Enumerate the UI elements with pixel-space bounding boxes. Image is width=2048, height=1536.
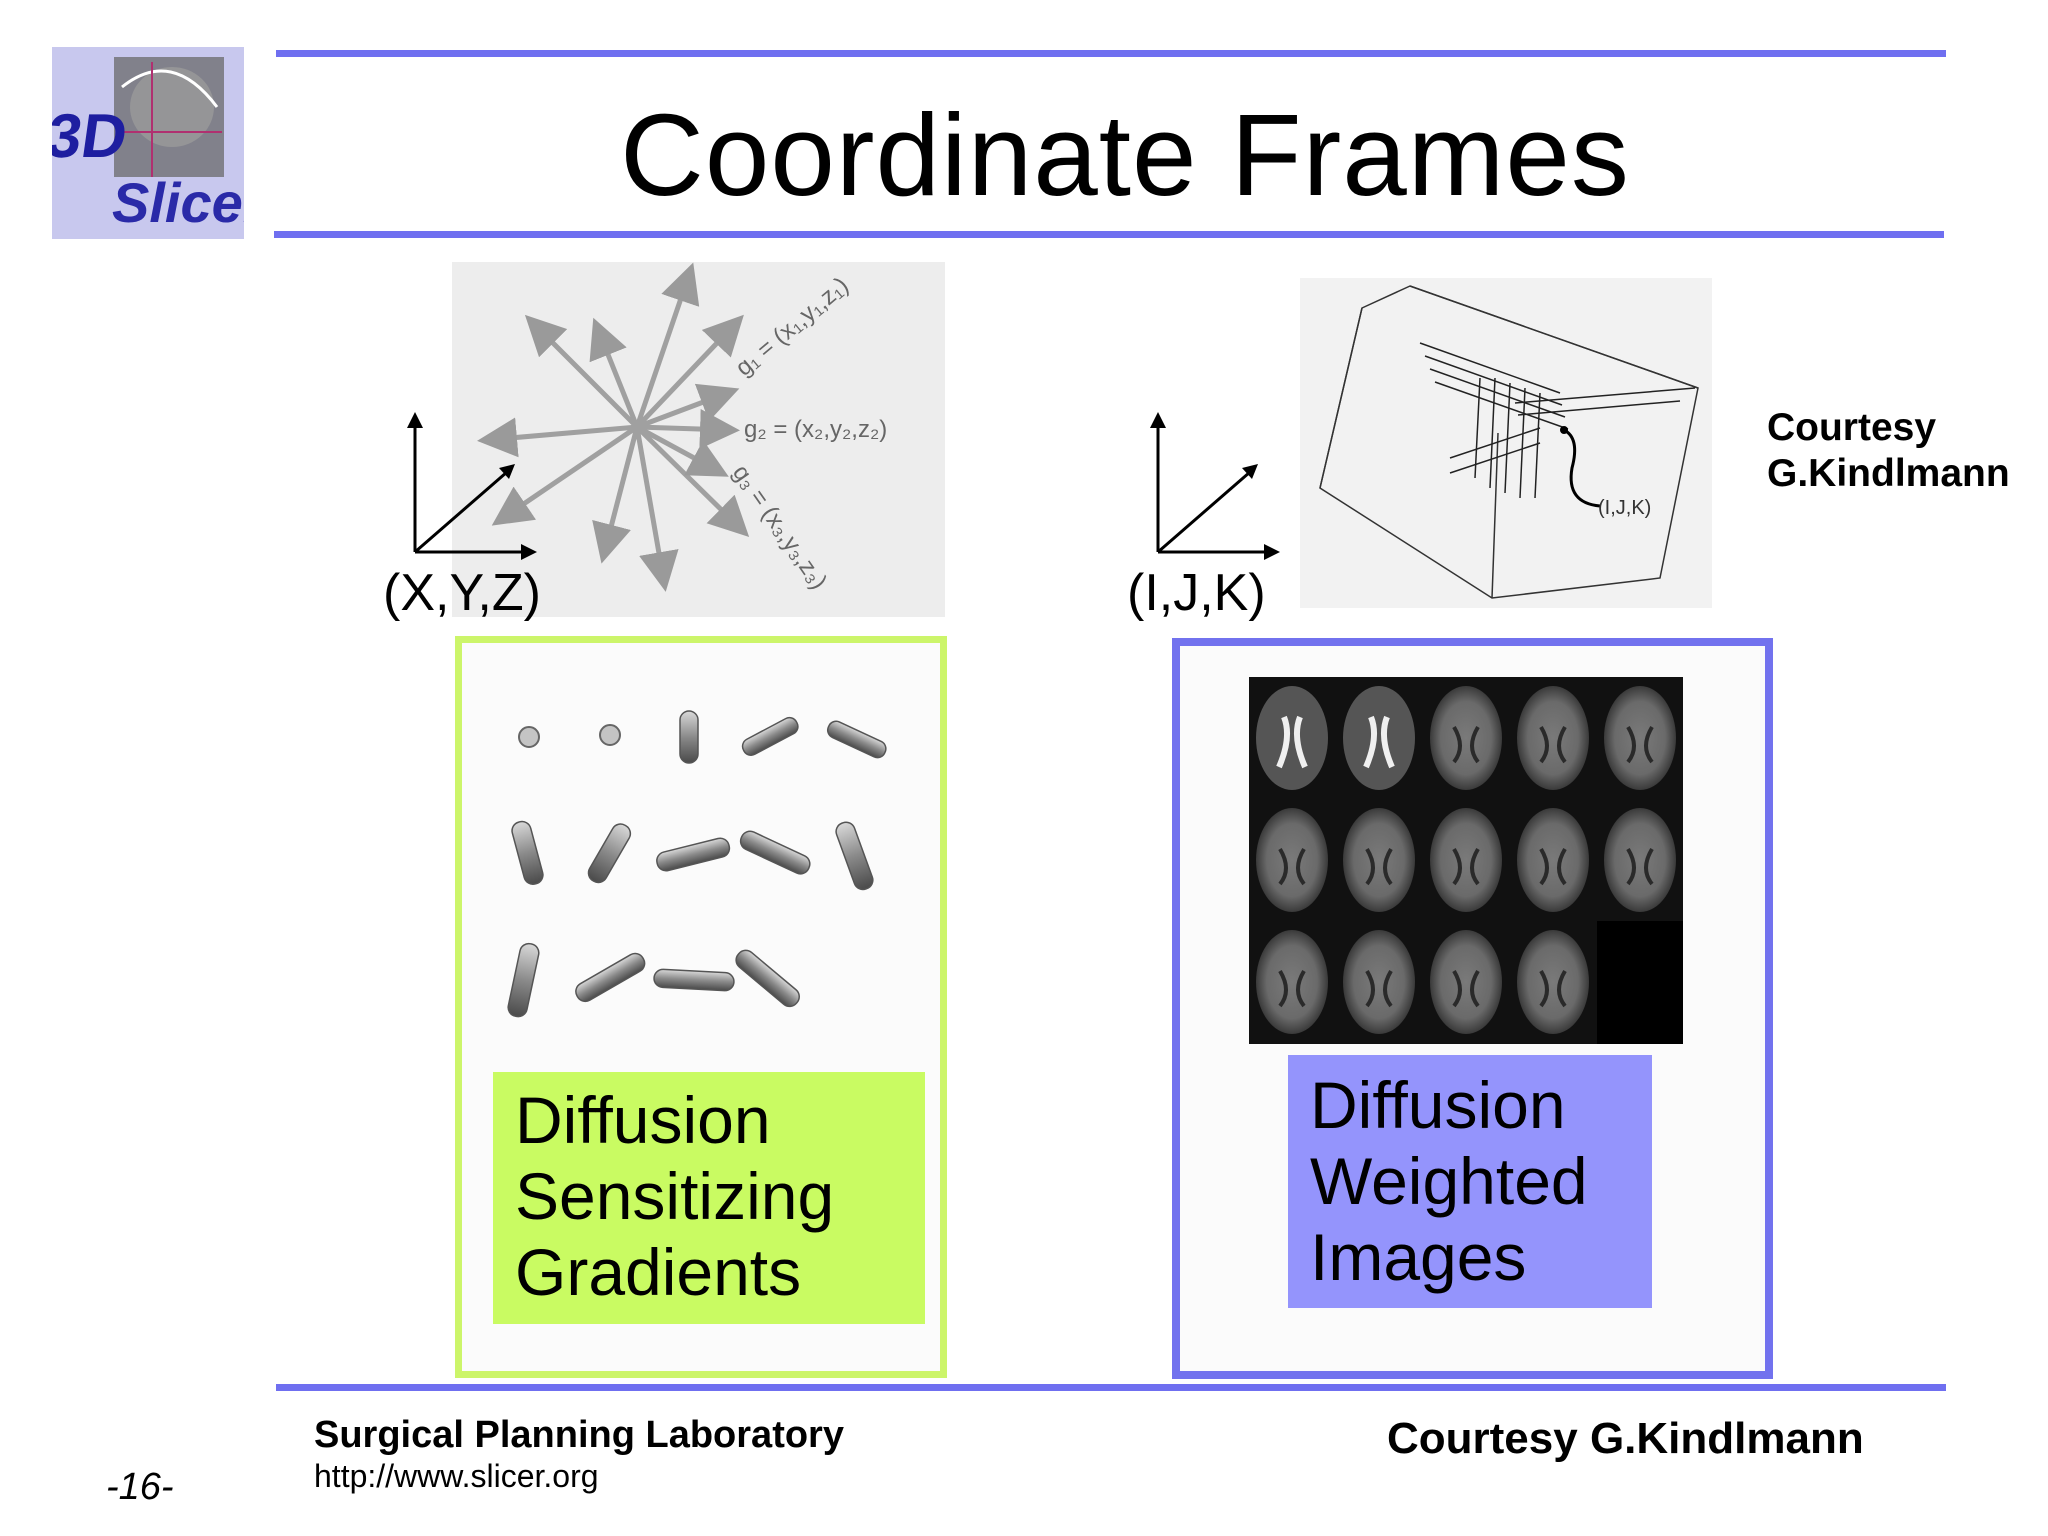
g2-label: g₂ = (x₂,y₂,z₂) xyxy=(744,416,887,443)
ijk-voxel-label: (I,J,K) xyxy=(1598,497,1651,519)
dwi-brain-grid xyxy=(1249,677,1683,1044)
gradients-line3: Gradients xyxy=(515,1235,802,1309)
courtesy-side-line2: G.Kindlmann xyxy=(1767,452,2010,495)
dwi-label-box: Diffusion Weighted Images xyxy=(1288,1055,1652,1308)
gradient-cylinders-figure xyxy=(507,710,887,1018)
footer-rule xyxy=(276,1384,1946,1391)
logo-slicer-text: Slicer xyxy=(112,171,244,234)
title-rule-bottom xyxy=(274,231,1944,238)
gradients-label-box: Diffusion Sensitizing Gradients xyxy=(493,1072,925,1324)
xyz-label: (X,Y,Z) xyxy=(383,564,541,622)
xyz-axes-icon xyxy=(395,412,545,562)
title-rule-top xyxy=(276,50,1946,57)
slide-title: Coordinate Frames xyxy=(620,90,1630,220)
logo-3d-text: 3D xyxy=(52,102,131,171)
dwi-line2: Weighted xyxy=(1310,1144,1588,1218)
dwi-line3: Images xyxy=(1310,1220,1527,1294)
dwi-line1: Diffusion xyxy=(1310,1068,1566,1142)
slicer-logo: 3D Slicer xyxy=(43,47,268,239)
footer-lab-name: Surgical Planning Laboratory xyxy=(314,1414,844,1456)
ijk-axes-icon xyxy=(1138,412,1288,562)
courtesy-side: Courtesy G.Kindlmann xyxy=(1767,405,2010,497)
gradients-line1: Diffusion xyxy=(515,1083,771,1157)
voxel-volume-figure: (I,J,K) xyxy=(1300,278,1712,608)
footer-url: http://www.slicer.org xyxy=(314,1458,599,1494)
page-number: -16- xyxy=(106,1466,174,1508)
gradient-directions-figure: g₁ = (x₁,y₁,z₁) g₂ = (x₂,y₂,z₂) g₃ = (x₃… xyxy=(452,262,945,617)
ijk-label: (I,J,K) xyxy=(1127,564,1266,622)
footer-courtesy: Courtesy G.Kindlmann xyxy=(1387,1414,1864,1463)
courtesy-side-line1: Courtesy xyxy=(1767,406,1937,449)
gradients-line2: Sensitizing xyxy=(515,1159,835,1233)
